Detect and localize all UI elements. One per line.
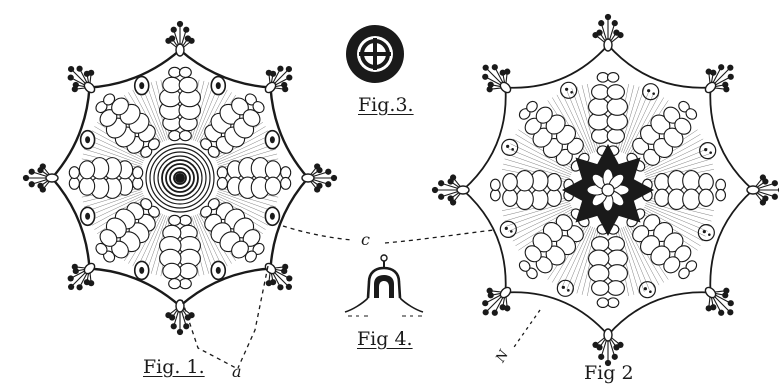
fig1-caption: Fig. 1. [143,358,205,377]
tentacle-cluster [165,21,194,56]
fig2-caption: Fig 2 [584,364,634,383]
tentacle-cluster [23,163,58,192]
tentacle-cluster [165,300,194,335]
tentacle-cluster [592,329,623,366]
tentacle-cluster [592,14,623,51]
tentacle-cluster [68,261,97,290]
tentacle-cluster [302,163,337,192]
fig4-caption: Fig 4. [357,330,413,349]
fig2-medusa-star [432,14,779,366]
marginal-bulb [557,280,573,296]
tentacle-cluster [747,174,779,205]
tentacle-cluster [482,285,512,315]
marginal-bulb [502,139,518,155]
marginal-bulb [698,225,714,241]
fig3-cross-section-disc [346,25,404,83]
tentacle-cluster [703,64,733,94]
tentacle-cluster [703,285,733,315]
tentacle-cluster [263,261,292,290]
tentacle-cluster [482,64,512,94]
tentacle-cluster [68,66,97,95]
tentacle-cluster [263,66,292,95]
tentacle-cluster [432,174,469,205]
annotation-a: a [232,364,242,380]
marginal-bulb [643,84,659,100]
annotation-c: c [361,232,370,248]
fig3-caption: Fig.3. [358,96,414,115]
fig1-medusa-octagonal [23,21,337,335]
fig4-tentacle-bulb-section [345,255,423,316]
